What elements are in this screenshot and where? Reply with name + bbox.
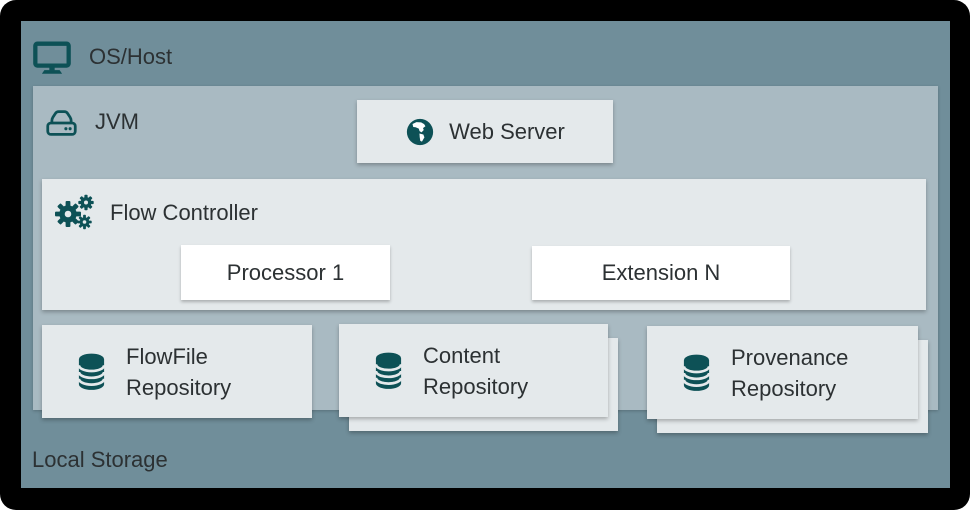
repo-label-line: Provenance: [731, 344, 849, 370]
globe-icon: [407, 118, 434, 145]
flowfile-repository-box: FlowFile Repository: [42, 325, 312, 418]
extension-label: Extension N: [601, 260, 721, 285]
drive-icon: [46, 109, 77, 136]
repo-label-line: Repository: [423, 373, 529, 399]
local-storage-label: Local Storage: [32, 447, 168, 472]
gears-icon: [55, 194, 94, 230]
flow-controller-box: Flow Controller Processor 1 Extension N: [42, 179, 926, 310]
jvm-label: JVM: [95, 109, 139, 134]
database-icon: [682, 354, 711, 391]
flow-controller-label: Flow Controller: [110, 200, 258, 225]
os-host-label: OS/Host: [89, 44, 173, 69]
flowfile-repository-label: FlowFile Repository: [126, 341, 231, 403]
database-icon: [374, 352, 403, 389]
repo-label-line: Content: [423, 342, 501, 368]
processor-box: Processor 1: [181, 245, 390, 300]
os-host-header: OS/Host: [32, 38, 172, 76]
provenance-repository-label: Provenance Repository: [731, 342, 848, 404]
repo-label-line: Repository: [731, 375, 837, 401]
monitor-icon: [33, 41, 71, 74]
repo-label-line: Repository: [126, 374, 232, 400]
web-server-box: Web Server: [357, 100, 613, 163]
jvm-header: JVM: [45, 104, 139, 140]
os-host-container: OS/Host JVM Web Server: [21, 21, 950, 488]
jvm-container: JVM Web Server: [33, 86, 938, 410]
processor-label: Processor 1: [226, 259, 345, 285]
repo-label-line: FlowFile: [126, 343, 208, 369]
content-repository-label: Content Repository: [423, 340, 528, 402]
extension-box: Extension N: [532, 246, 790, 300]
provenance-repository-box: Provenance Repository: [647, 326, 928, 433]
content-repository-box: Content Repository: [339, 324, 618, 431]
gear-small-top: [78, 194, 94, 211]
web-server-label: Web Server: [449, 118, 565, 144]
gear-large: [55, 201, 81, 227]
flow-controller-header: Flow Controller: [55, 192, 258, 234]
database-icon: [77, 353, 106, 390]
gear-small-bottom: [77, 214, 92, 230]
